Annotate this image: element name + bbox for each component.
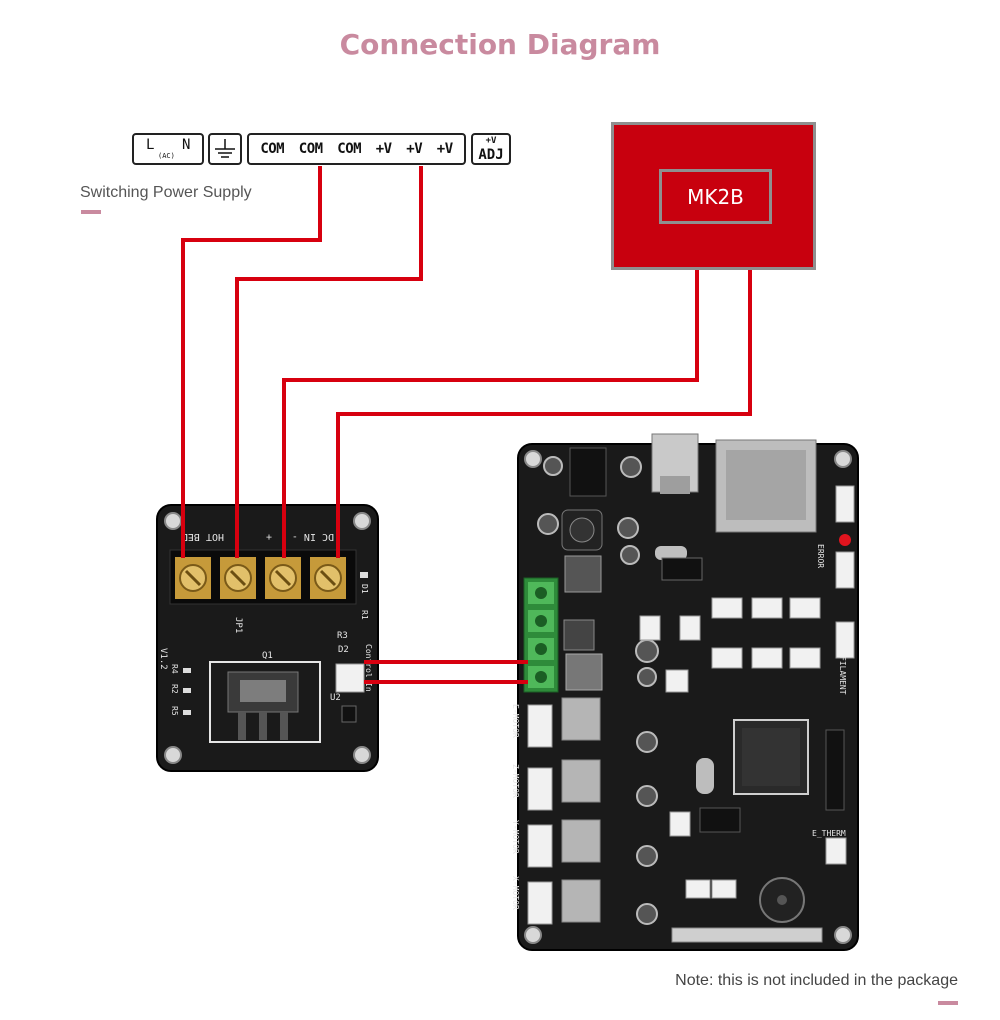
mosfet-r4-label: R4: [170, 664, 179, 674]
stepper-driver-row-x: [527, 879, 658, 925]
mosfet-d1-label: D1: [360, 584, 369, 594]
mosfet-in-label: In: [364, 682, 373, 692]
wire-bed-to-hotbed-2: [336, 270, 752, 558]
psu-terminal-com-3: COM: [337, 141, 362, 157]
psu-dc-terminals: COM COM COM +V +V +V: [247, 133, 466, 165]
psu-accent-bar: [81, 210, 101, 214]
y-motor-label: Y-MOTOR: [511, 820, 520, 854]
mosfet-r2-label: R2: [170, 684, 179, 694]
wire-bed-to-hotbed-1: [282, 270, 699, 558]
mosfet-jp1-label: JP1: [233, 617, 243, 633]
diagram-title: Connection Diagram: [339, 28, 661, 61]
stepper-driver-row-y: [527, 819, 658, 868]
mosfet-r1-label: R1: [360, 610, 369, 620]
mosfet-hotbed-label: HOT BED: [182, 531, 224, 542]
psu-adj-terminal: +V ADJ: [471, 133, 511, 165]
psu-label: Switching Power Supply: [80, 184, 252, 201]
psu-ground-terminal: [208, 133, 242, 165]
psu-terminal-v-2: +V: [406, 141, 423, 157]
psu-terminal-v-3: +V: [436, 141, 453, 157]
mosfet-control-connector: [335, 663, 365, 693]
psu-ac-terminal: L (AC) N: [132, 133, 204, 165]
mosfet-screw-terminal-4: [310, 557, 346, 599]
wire-psu-com-to-dcin-minus: [181, 166, 322, 558]
psu-terminal-com-1: COM: [260, 141, 285, 157]
mosfet-screw-terminal-2: [220, 557, 256, 599]
main-control-board: E-MOTOR Z-MOTOR Y-MOTOR X-MOTOR ERROR FI…: [511, 433, 859, 951]
package-note: Note: this is not included in the packag…: [675, 972, 958, 989]
psu-n-label: N: [182, 137, 191, 153]
mosfet-r5-label: R5: [170, 706, 179, 716]
mosfet-screw-terminal-3: [265, 557, 301, 599]
psu-adj-bottom: ADJ: [478, 147, 504, 163]
x-motor-label: X-MOTOR: [511, 876, 520, 910]
psu-l-label: L: [146, 137, 155, 153]
mosfet-r3-label: R3: [337, 631, 348, 641]
psu-terminal-v-1: +V: [375, 141, 392, 157]
mosfet-d2-label: D2: [338, 645, 349, 655]
mosfet-module: DC IN - + HOT BED JP1 D1 R1: [156, 504, 379, 772]
wire-psu-v-to-dcin-plus: [235, 166, 423, 558]
psu-ac-label: (AC): [158, 152, 175, 160]
e-therm-label: E_THERM: [812, 829, 846, 838]
mosfet-transistor-outline: [209, 661, 321, 743]
heated-bed-mk2b: MK2B: [611, 122, 816, 270]
psu-adj-top: +V: [485, 136, 497, 146]
psu-terminal-com-2: COM: [298, 141, 323, 157]
power-terminal-blocks: [523, 577, 559, 693]
stepper-driver-row-e: [527, 697, 658, 753]
error-label: ERROR: [816, 544, 825, 568]
dc-jack: [569, 447, 607, 497]
error-led: [839, 534, 851, 546]
z-motor-label: Z-MOTOR: [511, 764, 520, 798]
mosfet-q1-label: Q1: [262, 651, 273, 661]
e-motor-label: E-MOTOR: [511, 704, 520, 738]
heated-bed-label: MK2B: [659, 169, 772, 224]
mosfet-screw-terminal-1: [175, 557, 211, 599]
ground-icon: [215, 139, 235, 158]
filament-label: FILAMENT: [838, 656, 847, 695]
lcd-ribbon-connector: [671, 927, 823, 943]
mosfet-dcin-label: DC IN -: [292, 531, 334, 542]
wiring: [181, 166, 752, 684]
mosfet-plus-label: +: [266, 531, 272, 542]
mosfet-u2-label: U2: [330, 693, 341, 703]
note-accent-bar: [938, 1001, 958, 1005]
stepper-driver-row-z: [527, 759, 658, 811]
mosfet-version-label: V1.2: [158, 648, 168, 670]
